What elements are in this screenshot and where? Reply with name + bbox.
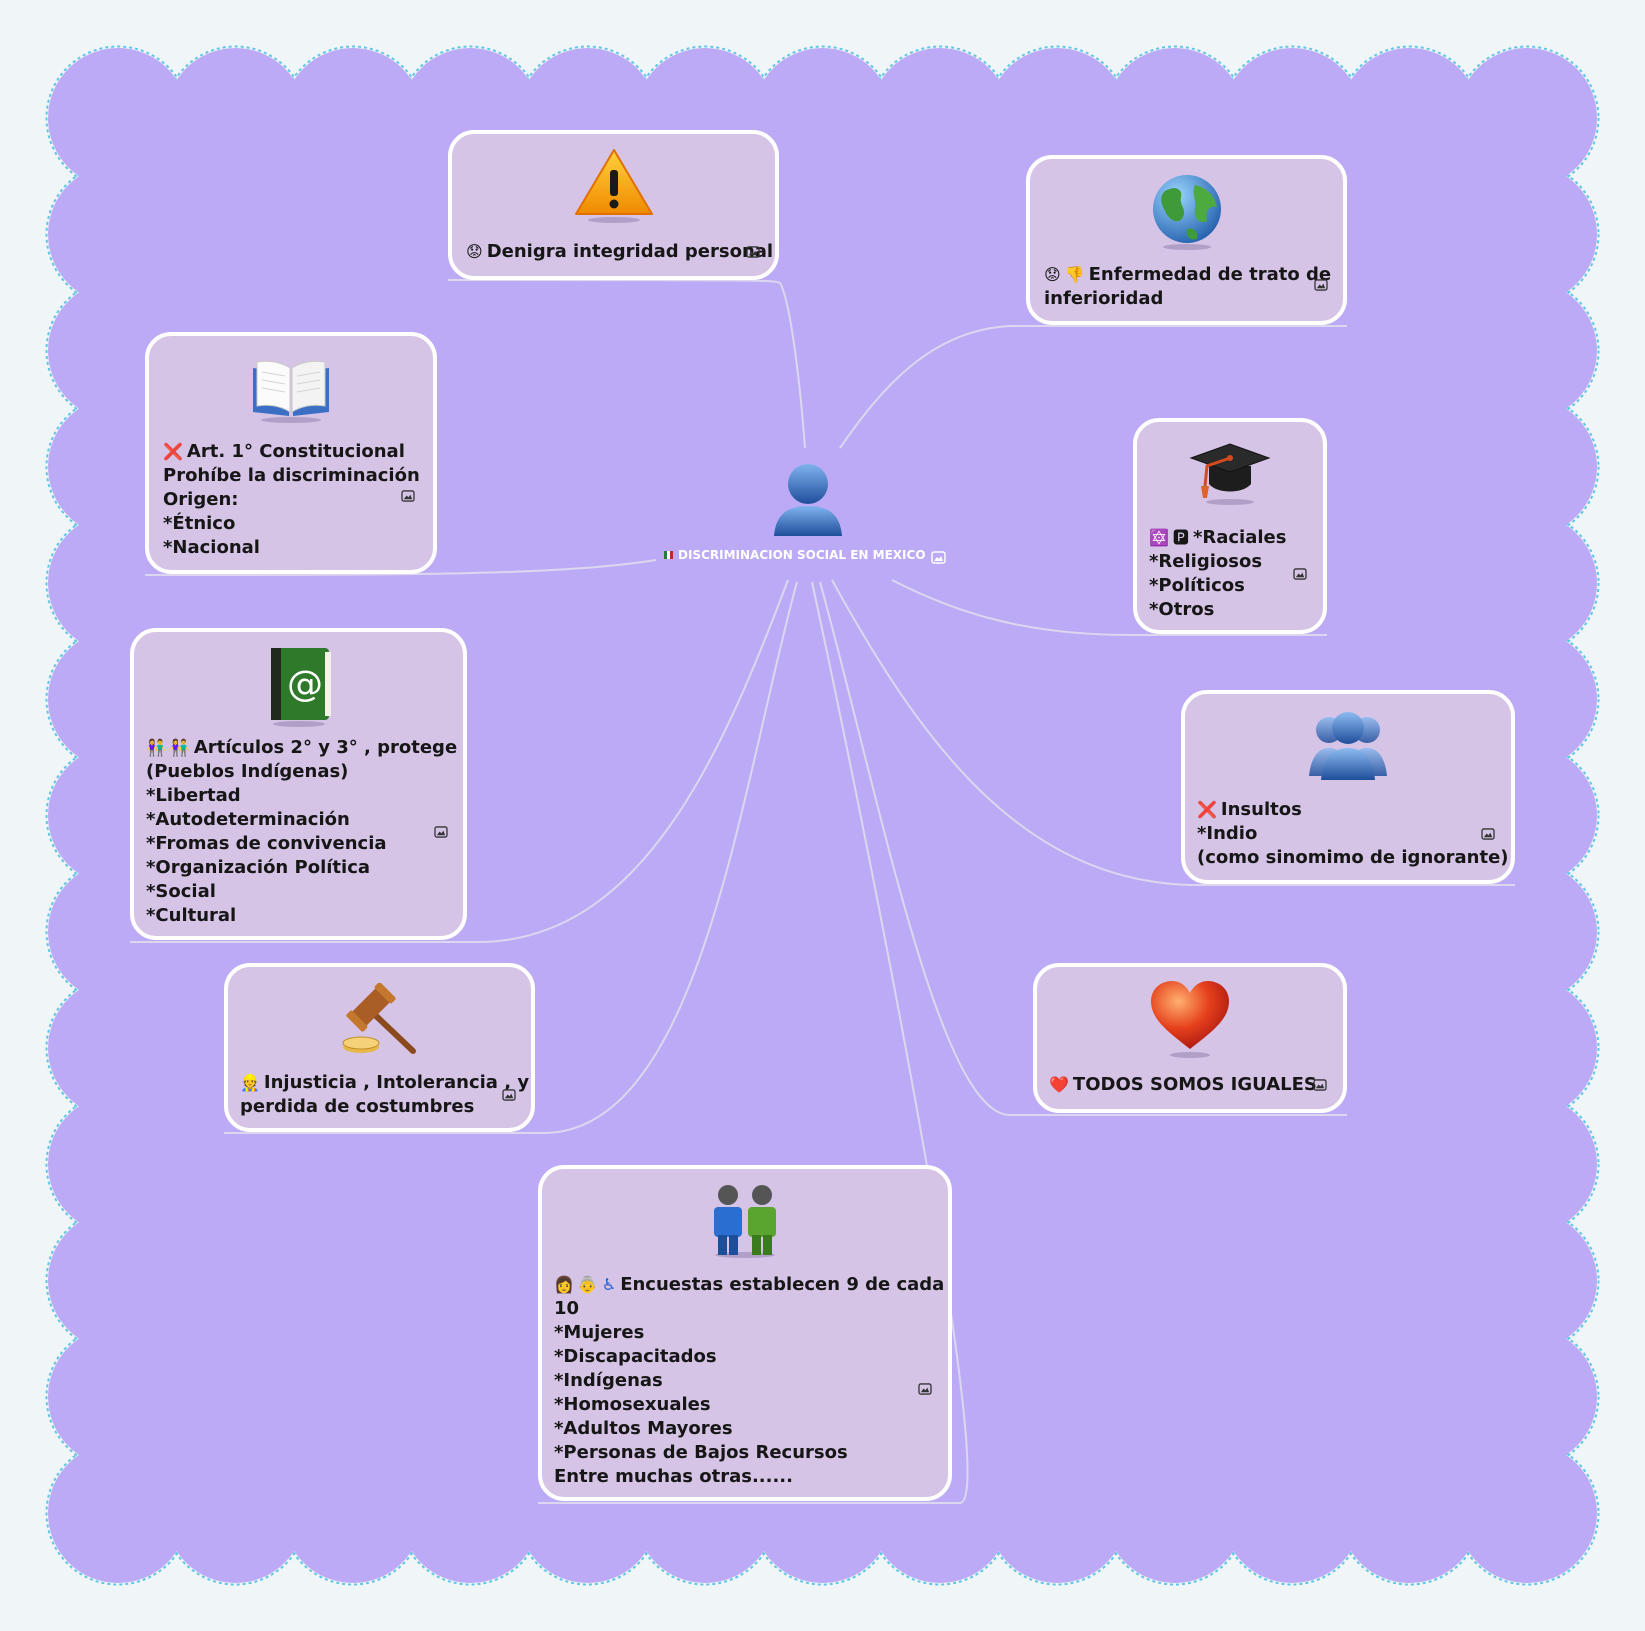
topic-enfermedad[interactable]: 😟👎Enfermedad de trato de inferioridad <box>1026 155 1347 325</box>
person-icon <box>774 464 842 536</box>
image-attachment-icon[interactable] <box>931 551 946 564</box>
topic-text: Denigra integridad personal <box>486 241 774 262</box>
gavel-icon <box>342 983 416 1054</box>
heart-icon <box>1151 981 1229 1058</box>
topic-articulos23[interactable]: @ 👫👫Artículos 2° y 3° , protege (Pueblos… <box>130 628 467 940</box>
two-people-icon <box>714 1185 776 1258</box>
topic-text: Art. 1° Constitucional Prohíbe la discri… <box>163 441 420 558</box>
globe-icon <box>1152 175 1221 250</box>
connector-raciales <box>891 579 1327 636</box>
topic-text: Insultos *Indio (como sinomimo de ignora… <box>1197 799 1509 868</box>
image-attachment-icon[interactable] <box>1293 568 1307 580</box>
connector-enfermedad <box>839 325 1347 449</box>
topic-articulo1[interactable]: ❌Art. 1° Constitucional Prohíbe la discr… <box>145 332 437 574</box>
topic-iguales[interactable]: ❤️TODOS SOMOS IGUALES <box>1033 963 1347 1113</box>
connector-iguales <box>819 581 1347 1116</box>
image-attachment-icon[interactable] <box>918 1383 932 1395</box>
book-icon <box>253 360 329 423</box>
emoji-1: 👎 <box>1064 265 1085 284</box>
topic-raciales[interactable]: 🔯🅿*Raciales *Religiosos *Políticos *Otro… <box>1133 418 1327 634</box>
emoji-1: 🅿 <box>1172 528 1189 547</box>
topic-text: Enfermedad de trato de inferioridad <box>1044 264 1332 309</box>
topic-text: TODOS SOMOS IGUALES <box>1072 1074 1317 1095</box>
emoji-0: ❌ <box>1197 800 1217 819</box>
connector-injusticia <box>224 581 798 1134</box>
topic-text: Artículos 2° y 3° , protege (Pueblos Ind… <box>146 737 458 926</box>
image-attachment-icon[interactable] <box>746 246 760 258</box>
topic-denigra[interactable]: 😟Denigra integridad personal <box>448 130 779 280</box>
central-topic-label: DISCRIMINACION SOCIAL EN MEXICO <box>664 548 926 562</box>
topic-text: Encuestas establecen 9 de cada 10 *Mujer… <box>554 1274 945 1487</box>
warning-icon <box>574 149 653 223</box>
emoji-0: 👩 <box>554 1275 574 1294</box>
topic-encuestas[interactable]: 👩👵♿Encuestas establecen 9 de cada 10 *Mu… <box>538 1165 952 1501</box>
connector-lines <box>130 279 1515 1504</box>
emoji-1: 👫 <box>169 738 190 757</box>
emoji-0: 👷 <box>240 1073 260 1092</box>
emoji-0: 😟 <box>466 242 483 261</box>
image-attachment-icon[interactable] <box>401 490 415 502</box>
emoji-0: 👫 <box>146 738 166 757</box>
topic-insultos[interactable]: ❌Insultos *Indio (como sinomimo de ignor… <box>1181 690 1515 884</box>
emoji-2: ♿ <box>601 1275 617 1294</box>
emoji-0: ❌ <box>163 442 183 461</box>
image-attachment-icon[interactable] <box>1314 279 1328 291</box>
image-attachment-icon[interactable] <box>1313 1079 1327 1091</box>
connector-articulos23 <box>130 579 789 943</box>
topic-injusticia[interactable]: 👷Injusticia , Intolerancia , y perdida d… <box>224 963 535 1132</box>
connector-insultos <box>831 579 1515 886</box>
emoji-0: 🔯 <box>1149 528 1169 547</box>
image-attachment-icon[interactable] <box>502 1089 516 1101</box>
image-attachment-icon[interactable] <box>434 826 448 838</box>
emoji-1: 👵 <box>577 1275 598 1294</box>
emoji-0: 😟 <box>1044 265 1061 284</box>
graduation-cap-icon <box>1189 443 1271 505</box>
image-attachment-icon[interactable] <box>1481 828 1495 840</box>
group-icon <box>1309 712 1387 780</box>
svg-text:@: @ <box>287 664 323 705</box>
connector-articulo1 <box>144 559 657 576</box>
topic-text: *Raciales *Religiosos *Políticos *Otros <box>1149 527 1287 620</box>
connector-encuestas <box>538 581 969 1504</box>
address-book-icon: @ <box>270 648 331 727</box>
topic-text: Injusticia , Intolerancia , y perdida de… <box>240 1072 530 1117</box>
connector-denigra <box>447 279 806 449</box>
mexico-flag-icon <box>664 551 673 559</box>
emoji-0: ❤️ <box>1049 1075 1069 1094</box>
